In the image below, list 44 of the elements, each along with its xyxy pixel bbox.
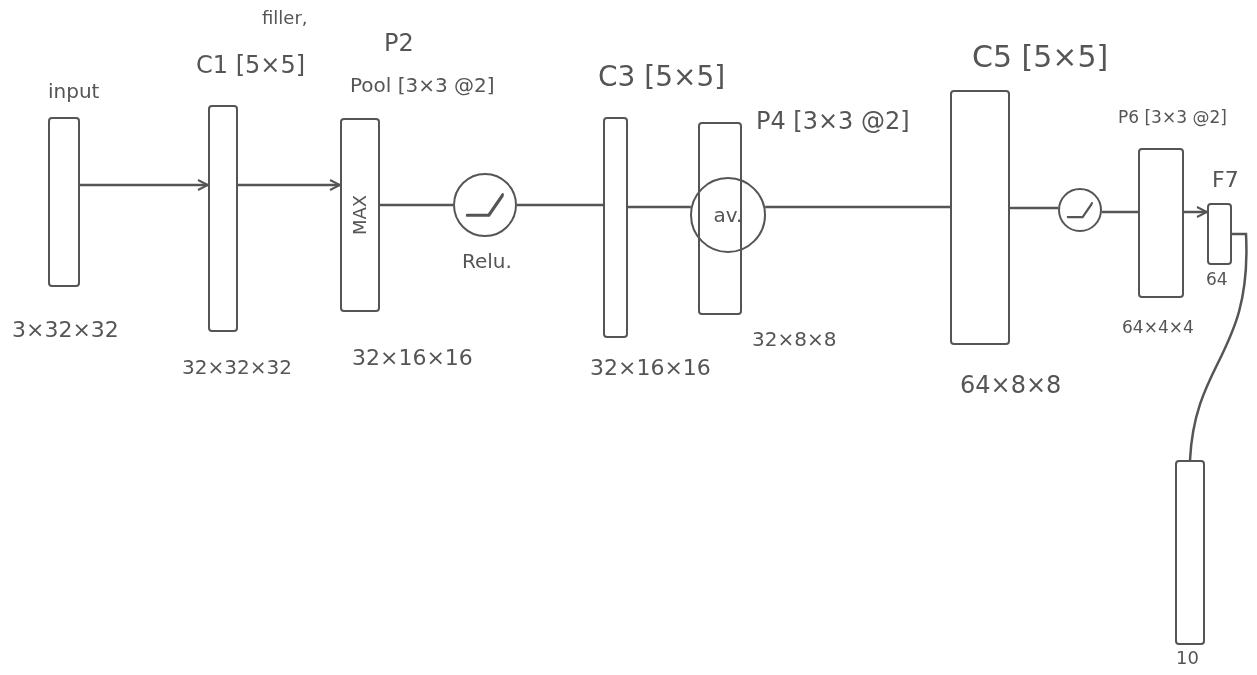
dimension-label: 64×4×4	[1122, 318, 1194, 337]
layer-heading: C3 [5×5]	[598, 62, 726, 93]
layer-bar	[340, 118, 380, 312]
dimension-label: 32×8×8	[752, 328, 837, 350]
connector-line	[765, 205, 950, 209]
layer-bar	[48, 117, 80, 287]
layer-heading: input	[48, 80, 100, 102]
pooling-circle	[690, 177, 766, 253]
activation-circle	[1058, 188, 1102, 232]
dimension-label: 3×32×32	[12, 318, 119, 343]
dimension-label: 32×32×32	[182, 356, 292, 378]
connector-line	[1101, 210, 1138, 214]
dimension-label: 32×16×16	[590, 356, 711, 381]
connector-line	[1188, 232, 1248, 461]
connector-line	[517, 203, 603, 207]
layer-heading: F7	[1212, 168, 1239, 193]
layer-bar	[208, 105, 238, 332]
connector-line	[1010, 206, 1059, 210]
layer-heading: C5 [5×5]	[972, 40, 1109, 73]
layer-heading: Pool [3×3 @2]	[350, 74, 495, 96]
arrow	[238, 179, 341, 191]
dimension-label: 10	[1176, 648, 1199, 668]
activation-circle	[453, 173, 517, 237]
layer-bar	[603, 117, 628, 338]
layer-bar	[950, 90, 1010, 345]
layer-heading: Relu.	[462, 250, 512, 272]
arrow	[80, 179, 209, 191]
dimension-label: 64	[1206, 270, 1228, 289]
arrow	[1184, 206, 1208, 218]
layer-heading: filler,	[262, 8, 308, 28]
connector-line	[380, 203, 453, 207]
dimension-label: 64×8×8	[960, 372, 1062, 399]
layer-type-label: MAX	[351, 194, 369, 236]
layer-heading: C1 [5×5]	[196, 52, 306, 79]
layer-bar	[1138, 148, 1184, 298]
layer-bar	[1207, 203, 1232, 265]
layer-heading: P4 [3×3 @2]	[756, 108, 910, 135]
layer-heading: P6 [3×3 @2]	[1118, 108, 1227, 127]
layer-bar	[1175, 460, 1205, 645]
layer-heading: P2	[384, 30, 414, 57]
dimension-label: 32×16×16	[352, 346, 473, 371]
connector-line	[628, 205, 691, 209]
circle-label: av.	[713, 205, 743, 225]
layer-bar	[698, 122, 742, 315]
